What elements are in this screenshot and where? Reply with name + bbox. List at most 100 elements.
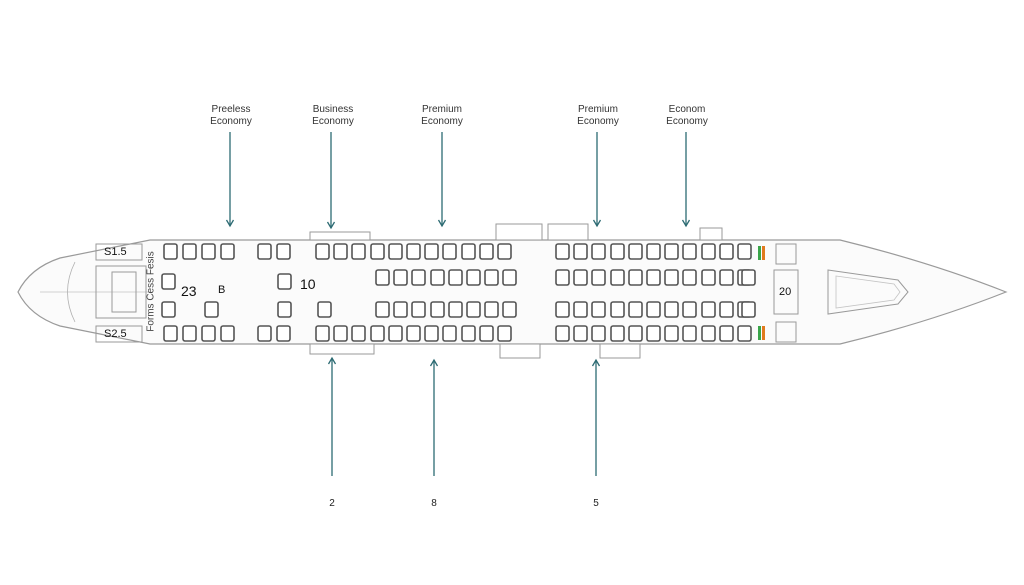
seat-48[interactable]	[610, 325, 625, 342]
seat-19[interactable]	[591, 243, 606, 260]
seat-32[interactable]	[257, 325, 272, 342]
seat-85[interactable]	[591, 301, 606, 318]
seat-84[interactable]	[573, 301, 588, 318]
seat-18[interactable]	[573, 243, 588, 260]
seat-52[interactable]	[682, 325, 697, 342]
seat-1[interactable]	[182, 243, 197, 260]
seat-16[interactable]	[497, 243, 512, 260]
seat-75[interactable]	[375, 301, 390, 318]
seat-89[interactable]	[664, 301, 679, 318]
seat-72[interactable]	[701, 269, 716, 286]
seat-59[interactable]	[430, 269, 445, 286]
seat-21[interactable]	[628, 243, 643, 260]
seat-6[interactable]	[315, 243, 330, 260]
seat-24[interactable]	[682, 243, 697, 260]
seat-54[interactable]	[719, 325, 734, 342]
seat-38[interactable]	[388, 325, 403, 342]
seat-10[interactable]	[388, 243, 403, 260]
seat-66[interactable]	[591, 269, 606, 286]
seat-42[interactable]	[461, 325, 476, 342]
seat-35[interactable]	[333, 325, 348, 342]
seat-26[interactable]	[719, 243, 734, 260]
seat-92[interactable]	[719, 301, 734, 318]
seat-4[interactable]	[257, 243, 272, 260]
seat-46[interactable]	[573, 325, 588, 342]
seat-67[interactable]	[610, 269, 625, 286]
seat-22[interactable]	[646, 243, 661, 260]
seat-86[interactable]	[610, 301, 625, 318]
seat-97[interactable]	[277, 273, 292, 290]
seat-63[interactable]	[502, 269, 517, 286]
seat-83[interactable]	[555, 301, 570, 318]
seat-57[interactable]	[393, 269, 408, 286]
seat-2[interactable]	[201, 243, 216, 260]
seat-64[interactable]	[555, 269, 570, 286]
seat-33[interactable]	[276, 325, 291, 342]
seat-49[interactable]	[628, 325, 643, 342]
seat-7[interactable]	[333, 243, 348, 260]
seat-90[interactable]	[682, 301, 697, 318]
seat-36[interactable]	[351, 325, 366, 342]
seat-69[interactable]	[646, 269, 661, 286]
seat-51[interactable]	[664, 325, 679, 342]
seat-40[interactable]	[424, 325, 439, 342]
seat-20[interactable]	[610, 243, 625, 260]
seat-9[interactable]	[370, 243, 385, 260]
seat-39[interactable]	[406, 325, 421, 342]
seat-56[interactable]	[375, 269, 390, 286]
seat-88[interactable]	[646, 301, 661, 318]
seat-100[interactable]	[741, 269, 756, 286]
seat-0[interactable]	[163, 243, 178, 260]
seat-8[interactable]	[351, 243, 366, 260]
seat-37[interactable]	[370, 325, 385, 342]
seat-78[interactable]	[430, 301, 445, 318]
seat-71[interactable]	[682, 269, 697, 286]
seat-73[interactable]	[719, 269, 734, 286]
seat-58[interactable]	[411, 269, 426, 286]
seat-94[interactable]	[161, 273, 176, 290]
seat-12[interactable]	[424, 243, 439, 260]
seat-65[interactable]	[573, 269, 588, 286]
seat-55[interactable]	[737, 325, 752, 342]
seat-61[interactable]	[466, 269, 481, 286]
seat-17[interactable]	[555, 243, 570, 260]
seat-62[interactable]	[484, 269, 499, 286]
seat-45[interactable]	[555, 325, 570, 342]
seat-82[interactable]	[502, 301, 517, 318]
seat-87[interactable]	[628, 301, 643, 318]
seat-44[interactable]	[497, 325, 512, 342]
seat-91[interactable]	[701, 301, 716, 318]
seat-27[interactable]	[737, 243, 752, 260]
seat-11[interactable]	[406, 243, 421, 260]
seat-30[interactable]	[201, 325, 216, 342]
seat-15[interactable]	[479, 243, 494, 260]
seat-29[interactable]	[182, 325, 197, 342]
seat-95[interactable]	[161, 301, 176, 318]
seat-70[interactable]	[664, 269, 679, 286]
seat-14[interactable]	[461, 243, 476, 260]
seat-34[interactable]	[315, 325, 330, 342]
seat-77[interactable]	[411, 301, 426, 318]
seat-99[interactable]	[317, 301, 332, 318]
seat-43[interactable]	[479, 325, 494, 342]
seat-101[interactable]	[741, 301, 756, 318]
seat-50[interactable]	[646, 325, 661, 342]
seat-41[interactable]	[442, 325, 457, 342]
seat-81[interactable]	[484, 301, 499, 318]
seat-28[interactable]	[163, 325, 178, 342]
seat-80[interactable]	[466, 301, 481, 318]
seat-47[interactable]	[591, 325, 606, 342]
seat-60[interactable]	[448, 269, 463, 286]
seat-5[interactable]	[276, 243, 291, 260]
seat-76[interactable]	[393, 301, 408, 318]
seat-31[interactable]	[220, 325, 235, 342]
seat-3[interactable]	[220, 243, 235, 260]
seat-68[interactable]	[628, 269, 643, 286]
seat-53[interactable]	[701, 325, 716, 342]
seat-79[interactable]	[448, 301, 463, 318]
seat-96[interactable]	[204, 301, 219, 318]
seat-23[interactable]	[664, 243, 679, 260]
seat-25[interactable]	[701, 243, 716, 260]
seat-98[interactable]	[277, 301, 292, 318]
seat-13[interactable]	[442, 243, 457, 260]
